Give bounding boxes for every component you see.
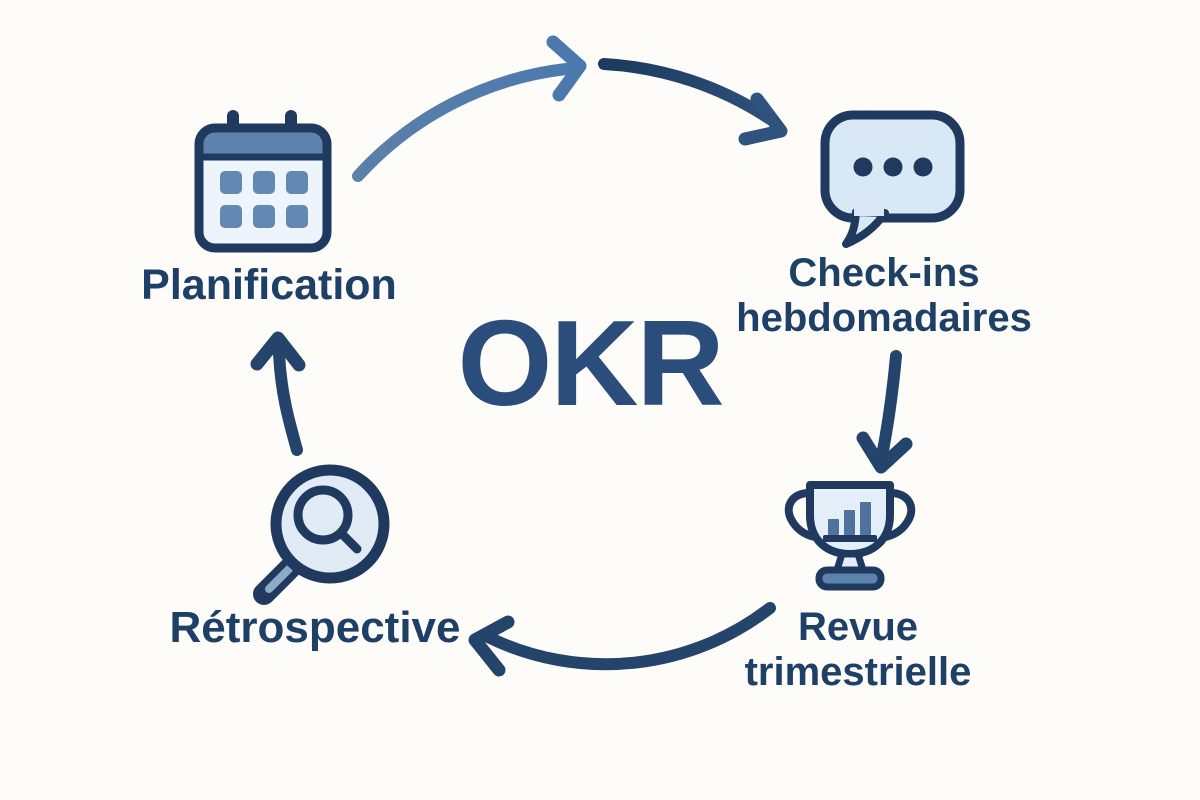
node-label-check-ins: Check-ins hebdomadaires — [732, 251, 1036, 341]
node-label-planification: Planification — [141, 261, 397, 309]
arrow-revue-to-retrospective — [468, 602, 776, 677]
label-line-1: Revue — [797, 605, 919, 649]
arrow-retrospective-to-planification — [250, 331, 306, 456]
arrow-planification-to-checkins-segment1 — [352, 35, 587, 182]
node-label-revue-trimestrielle: Revue trimestrielle — [706, 605, 1010, 695]
arrow-checkins-to-revue — [856, 350, 913, 474]
trophy-icon — [784, 481, 916, 591]
label-line-2: trimestrielle — [744, 650, 972, 695]
node-label-retrospective: Rétrospective — [169, 603, 461, 652]
label-line-2: hebdomadaires — [736, 296, 1032, 341]
diagram-center-title: OKR — [457, 295, 724, 431]
label-line-1: Check-ins — [788, 251, 980, 295]
magnifier-icon — [253, 464, 390, 605]
calendar-icon — [194, 110, 332, 253]
chat-bubble-icon — [820, 110, 965, 248]
arrow-planification-to-checkins-segment2 — [598, 58, 788, 146]
